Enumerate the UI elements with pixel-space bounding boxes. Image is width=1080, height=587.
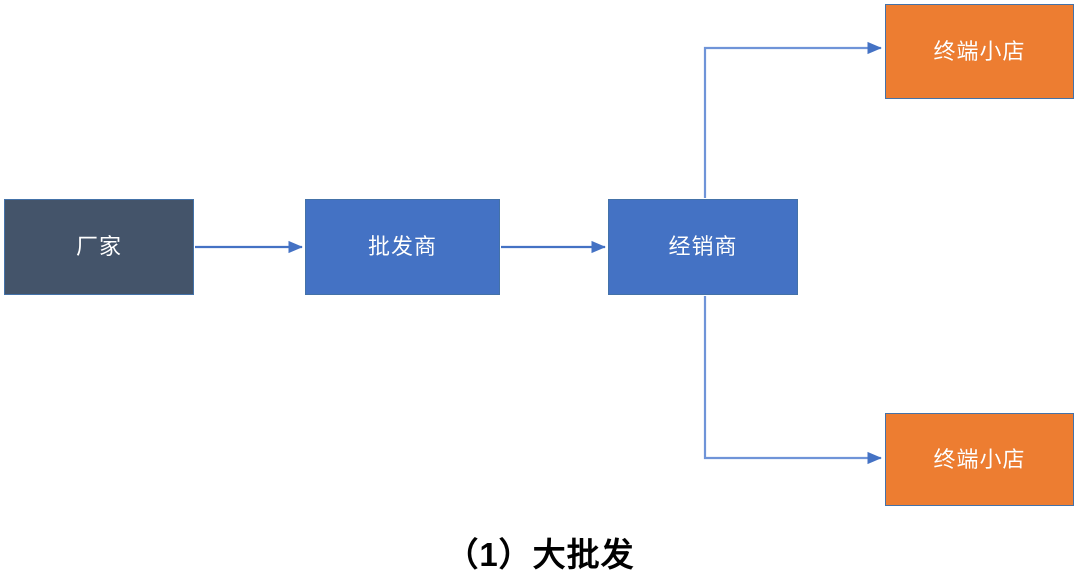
diagram-caption: （1）大批发 <box>445 536 635 573</box>
node-wholesaler[interactable]: 批发商 <box>305 199 500 295</box>
node-wholesaler-label: 批发商 <box>367 234 437 259</box>
node-factory-label: 厂家 <box>75 234 122 259</box>
node-distributor[interactable]: 经销商 <box>608 199 798 295</box>
edge-distributor-to-store-top <box>703 41 882 198</box>
node-factory[interactable]: 厂家 <box>4 199 194 295</box>
node-retail-store-top-label: 终端小店 <box>933 38 1026 64</box>
node-retail-store-top[interactable]: 终端小店 <box>885 4 1074 99</box>
edge-distributor-to-store-bottom <box>703 296 882 465</box>
node-distributor-label: 经销商 <box>668 234 738 259</box>
node-retail-store-bottom-label: 终端小店 <box>933 446 1026 472</box>
node-retail-store-bottom[interactable]: 终端小店 <box>885 413 1074 506</box>
